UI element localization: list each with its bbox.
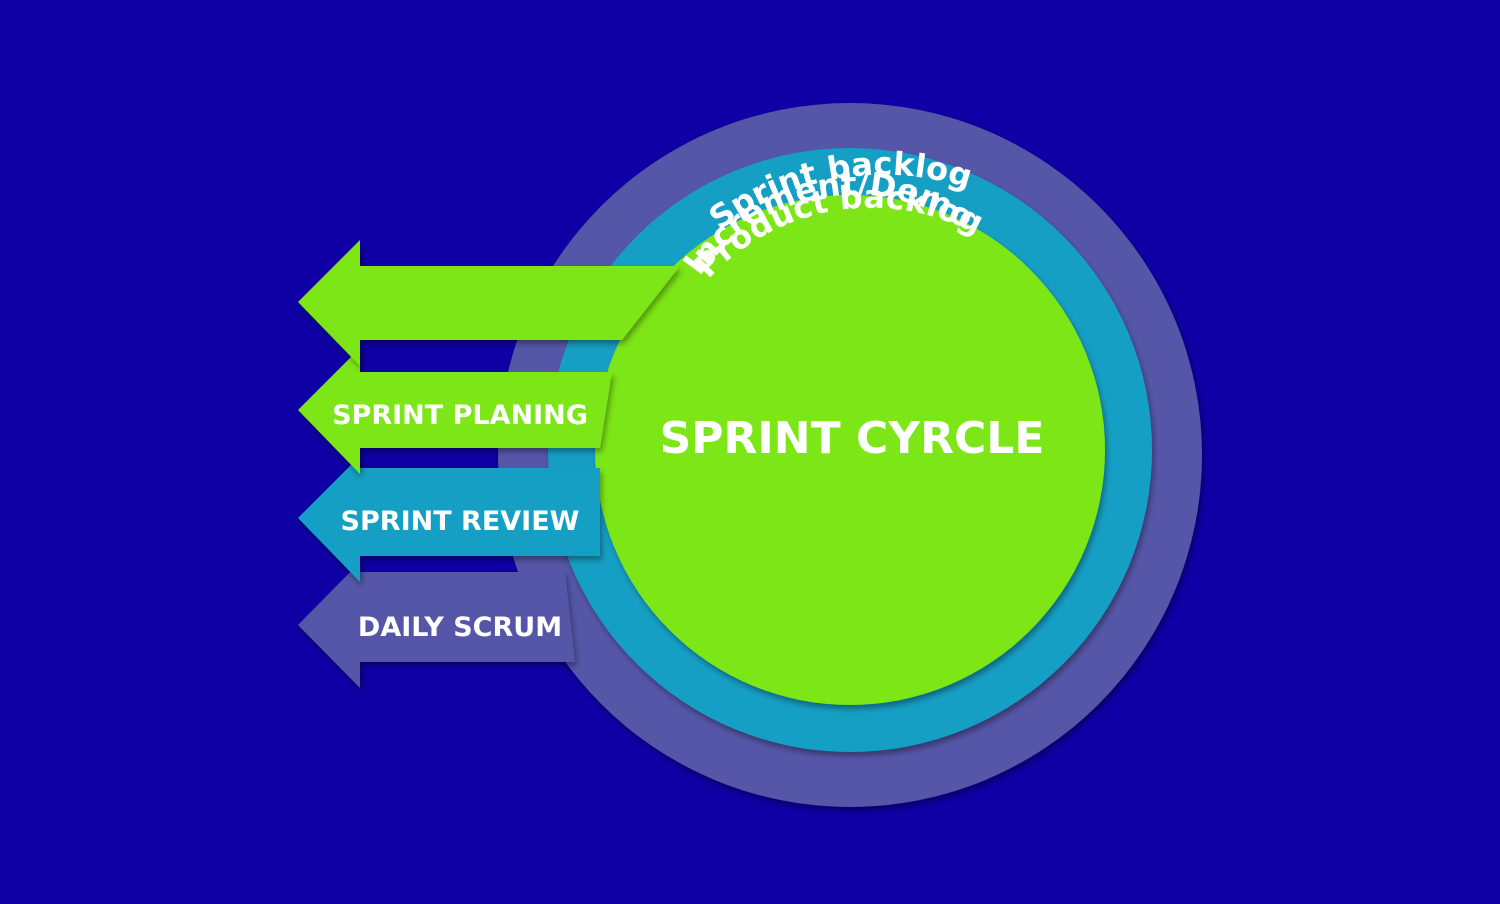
arrow-label-daily-scrum: DAILY SCRUM [358,612,562,643]
arrow-label-sprint-planing: SPRINT PLANING [332,400,588,431]
center-label: SPRINT CYRCLE [660,413,1045,464]
arrow-label-sprint-review: SPRINT REVIEW [341,506,580,537]
ring-increment-demo [595,195,1105,705]
arrow-sprint-review [298,456,600,582]
arrow-sprint-planing [298,348,612,474]
arrow-top [298,240,680,366]
arrow-daily-scrum [298,562,575,688]
